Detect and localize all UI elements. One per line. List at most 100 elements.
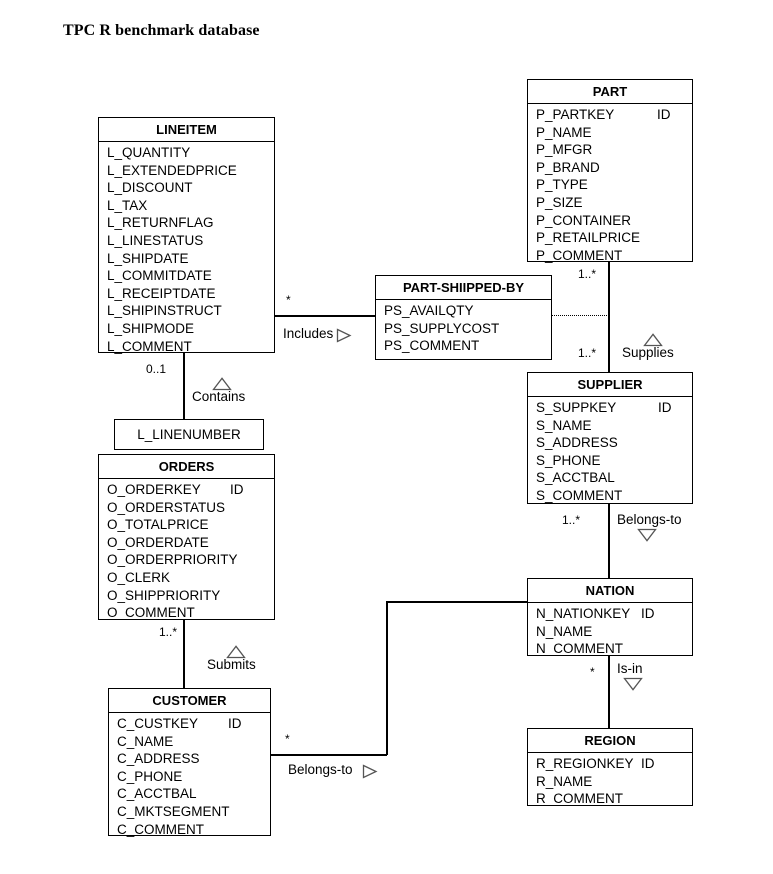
entity-supplier-title: SUPPLIER — [528, 373, 692, 397]
attribute-name: O_ORDERPRIORITY — [107, 552, 238, 568]
entity-part-shipped-by-title: PART-SHIIPPED-BY — [376, 276, 551, 300]
attribute-name: N_NAME — [536, 623, 593, 639]
attribute-row: O_COMMENT — [99, 604, 274, 622]
attribute-name: L_RETURNFLAG — [107, 215, 214, 231]
entity-part-shipped-by[interactable]: PART-SHIIPPED-BY PS_AVAILQTY PS_SUPPLYCO… — [375, 275, 552, 360]
triangle-right-icon — [362, 764, 378, 779]
attribute-name: L_SHIPMODE — [107, 320, 195, 336]
attribute-name: C_PHONE — [117, 768, 183, 784]
triangle-up-icon — [643, 333, 663, 347]
attribute-name: L_TAX — [107, 197, 148, 213]
attribute-name: L_LINESTATUS — [107, 232, 204, 248]
attribute-row: C_MKTSEGMENT — [109, 803, 270, 821]
entity-lineitem-title: LINEITEM — [99, 118, 274, 142]
attribute-key-tag: ID — [641, 756, 655, 771]
cardinality-nation-is-in: * — [590, 665, 595, 679]
cardinality-orders-submits: 1..* — [159, 625, 178, 639]
attribute-name: P_CONTAINER — [536, 212, 632, 228]
attribute-row: S_ADDRESS — [528, 434, 692, 452]
attribute-name: O_ORDERDATE — [107, 534, 209, 550]
entity-customer-title: CUSTOMER — [109, 689, 270, 713]
attribute-name: P_NAME — [536, 124, 592, 140]
attribute-name: R_REGIONKEY — [536, 756, 634, 771]
attribute-name: L_SHIPDATE — [107, 250, 189, 266]
triangle-down-icon — [623, 677, 643, 691]
attribute-name: P_MFGR — [536, 142, 593, 158]
attribute-row: P_CONTAINER — [528, 212, 692, 230]
relationship-label-contains: Contains — [192, 389, 246, 404]
attribute-row: O_TOTALPRICE — [99, 516, 274, 534]
cardinality-lineitem-includes: * — [286, 293, 291, 307]
attribute-row: L_SHIPINSTRUCT — [99, 302, 274, 320]
connector-customer-elbow-bottom — [271, 754, 387, 756]
attribute-row: S_NAME — [528, 417, 692, 435]
attribute-key-tag: ID — [658, 400, 672, 415]
attribute-key-tag: ID — [641, 606, 655, 621]
entity-part-attributes: P_PARTKEY ID P_NAME P_MFGR P_BRAND P_TYPE… — [528, 104, 692, 267]
connector-lineitem-linenumber-vertical — [183, 353, 185, 419]
attribute-row: P_MFGR — [528, 141, 692, 159]
attribute-row: L_TAX — [99, 197, 274, 215]
entity-nation-title: NATION — [528, 579, 692, 603]
attribute-name: O_CLERK — [107, 569, 171, 585]
entity-part-title: PART — [528, 80, 692, 104]
attribute-name: C_ADDRESS — [117, 751, 200, 767]
connector-nation-region-vertical — [608, 656, 610, 728]
attribute-row: S_COMMENT — [528, 487, 692, 505]
triangle-down-icon — [637, 528, 657, 542]
entity-part[interactable]: PART P_PARTKEY ID P_NAME P_MFGR P_BRAND P… — [527, 79, 693, 263]
attribute-name: O_COMMENT — [107, 605, 195, 621]
entity-lineitem-attributes: L_QUANTITY L_EXTENDEDPRICE L_DISCOUNT L_… — [99, 142, 274, 358]
cardinality-customer-belongs-to: * — [285, 732, 290, 746]
attribute-name: S_NAME — [536, 417, 592, 433]
attribute-name: L_COMMITDATE — [107, 268, 212, 284]
connector-part-supplier-vertical — [608, 262, 610, 372]
entity-lineitem[interactable]: LINEITEM L_QUANTITY L_EXTENDEDPRICE L_DI… — [98, 117, 275, 354]
attribute-row: P_RETAILPRICE — [528, 229, 692, 247]
connector-supplier-nation-vertical — [608, 504, 610, 578]
attribute-row: L_SHIPDATE — [99, 250, 274, 268]
attribute-row: L_EXTENDEDPRICE — [99, 162, 274, 180]
attribute-row: R_COMMENT — [528, 790, 692, 808]
attribute-name: C_MKTSEGMENT — [117, 803, 230, 819]
attribute-name: PS_AVAILQTY — [384, 303, 474, 318]
attribute-name: P_BRAND — [536, 159, 600, 175]
attribute-row: L_LINESTATUS — [99, 232, 274, 250]
attribute-key-tag: ID — [657, 107, 671, 122]
triangle-right-icon — [336, 328, 352, 343]
attribute-name: C_COMMENT — [117, 821, 204, 837]
attribute-row: S_PHONE — [528, 452, 692, 470]
attribute-name: S_COMMENT — [536, 487, 623, 503]
attribute-name: P_TYPE — [536, 177, 588, 193]
relationship-label-belongs-to-nation: Belongs-to — [617, 512, 682, 527]
relationship-label-is-in: Is-in — [617, 661, 643, 676]
qualifier-box-linenumber[interactable]: L_LINENUMBER — [114, 419, 264, 450]
page-title: TPC R benchmark database — [63, 22, 260, 39]
attribute-row: O_SHIPPRIORITY — [99, 587, 274, 605]
attribute-row: P_NAME — [528, 124, 692, 142]
attribute-name: L_COMMENT — [107, 338, 192, 354]
attribute-row: O_CLERK — [99, 569, 274, 587]
attribute-name: C_ACCTBAL — [117, 786, 197, 802]
attribute-name: P_SIZE — [536, 194, 583, 210]
attribute-row: S_ACCTBAL — [528, 469, 692, 487]
cardinality-part-supplies: 1..* — [578, 267, 597, 281]
entity-orders-title: ORDERS — [99, 455, 274, 479]
attribute-key-tag: ID — [230, 482, 244, 497]
relationship-label-supplies: Supplies — [622, 345, 674, 360]
cardinality-lineitem-contains: 0..1 — [146, 362, 167, 376]
attribute-name: N_COMMENT — [536, 641, 623, 657]
attribute-row: R_REGIONKEY ID — [528, 755, 692, 773]
attribute-row: C_ACCTBAL — [109, 785, 270, 803]
attribute-name: PS_SUPPLYCOST — [384, 320, 500, 336]
attribute-name: P_PARTKEY — [536, 107, 615, 122]
attribute-name: S_ACCTBAL — [536, 470, 615, 486]
